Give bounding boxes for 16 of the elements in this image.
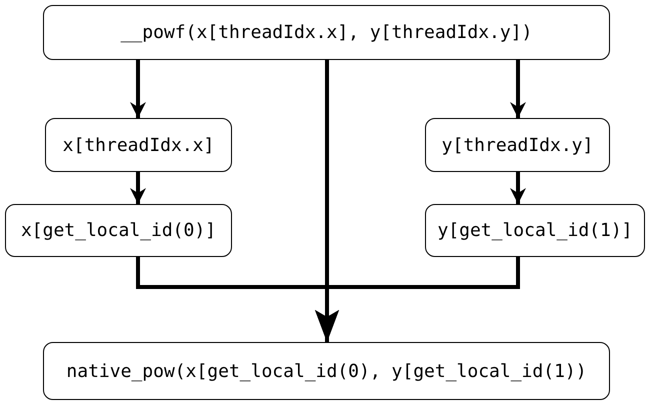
arrow [130,172,146,204]
arrow [130,60,146,118]
arrow [510,60,526,118]
process-box [425,204,645,257]
process-box [43,342,610,400]
code-label: x[threadIdx.x] [62,134,214,158]
code-label: y[get_local_id(1)] [437,219,633,243]
code-label: y[threadIdx.y] [442,134,594,158]
process-box [43,5,610,60]
code-label: __powf(x[threadIdx.x], y[threadIdx.y]) [120,21,532,45]
process-box [5,204,232,257]
code-label: x[get_local_id(0)] [20,219,216,243]
arrow [510,172,526,204]
process-box [45,118,232,172]
process-box [425,118,610,172]
code-label: native_pow(x[get_local_id(0), y[get_local_id(1)) [66,360,587,384]
